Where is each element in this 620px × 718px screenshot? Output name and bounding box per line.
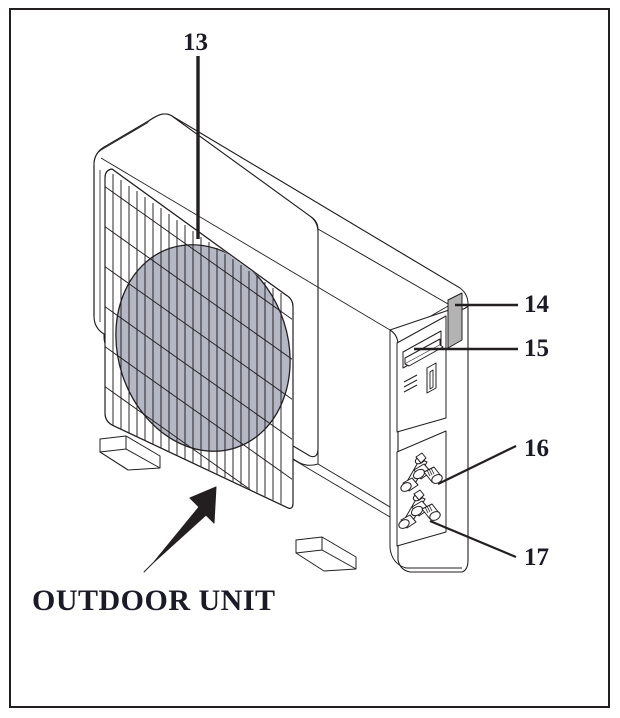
lower-valve-assembly	[398, 489, 441, 529]
callout-label-14: 14	[524, 291, 549, 318]
callout-label-15: 15	[524, 335, 549, 362]
outdoor-unit-pointer-arrow	[143, 486, 217, 573]
callout-leader-lines	[196, 56, 518, 559]
outdoor-unit-caption: OUTDOOR UNIT	[32, 584, 276, 617]
panel-latch[interactable]	[426, 362, 437, 394]
valve-panel	[396, 430, 447, 547]
leader-line-17	[429, 519, 517, 559]
leader-line-16	[437, 445, 517, 485]
upper-valve-assembly	[400, 452, 443, 492]
callout-label-13: 13	[183, 29, 208, 56]
mounting-foot-right	[295, 536, 357, 572]
side-panel-edge	[447, 292, 463, 349]
air-outlet-grille	[104, 168, 294, 509]
callout-label-17: 17	[524, 544, 549, 571]
panel-vent-marks	[403, 374, 418, 393]
fan-blade-disc	[115, 244, 291, 452]
mounting-foot-left	[99, 435, 161, 471]
callout-label-16: 16	[524, 435, 549, 462]
grille-vertical-bars	[112, 174, 282, 507]
